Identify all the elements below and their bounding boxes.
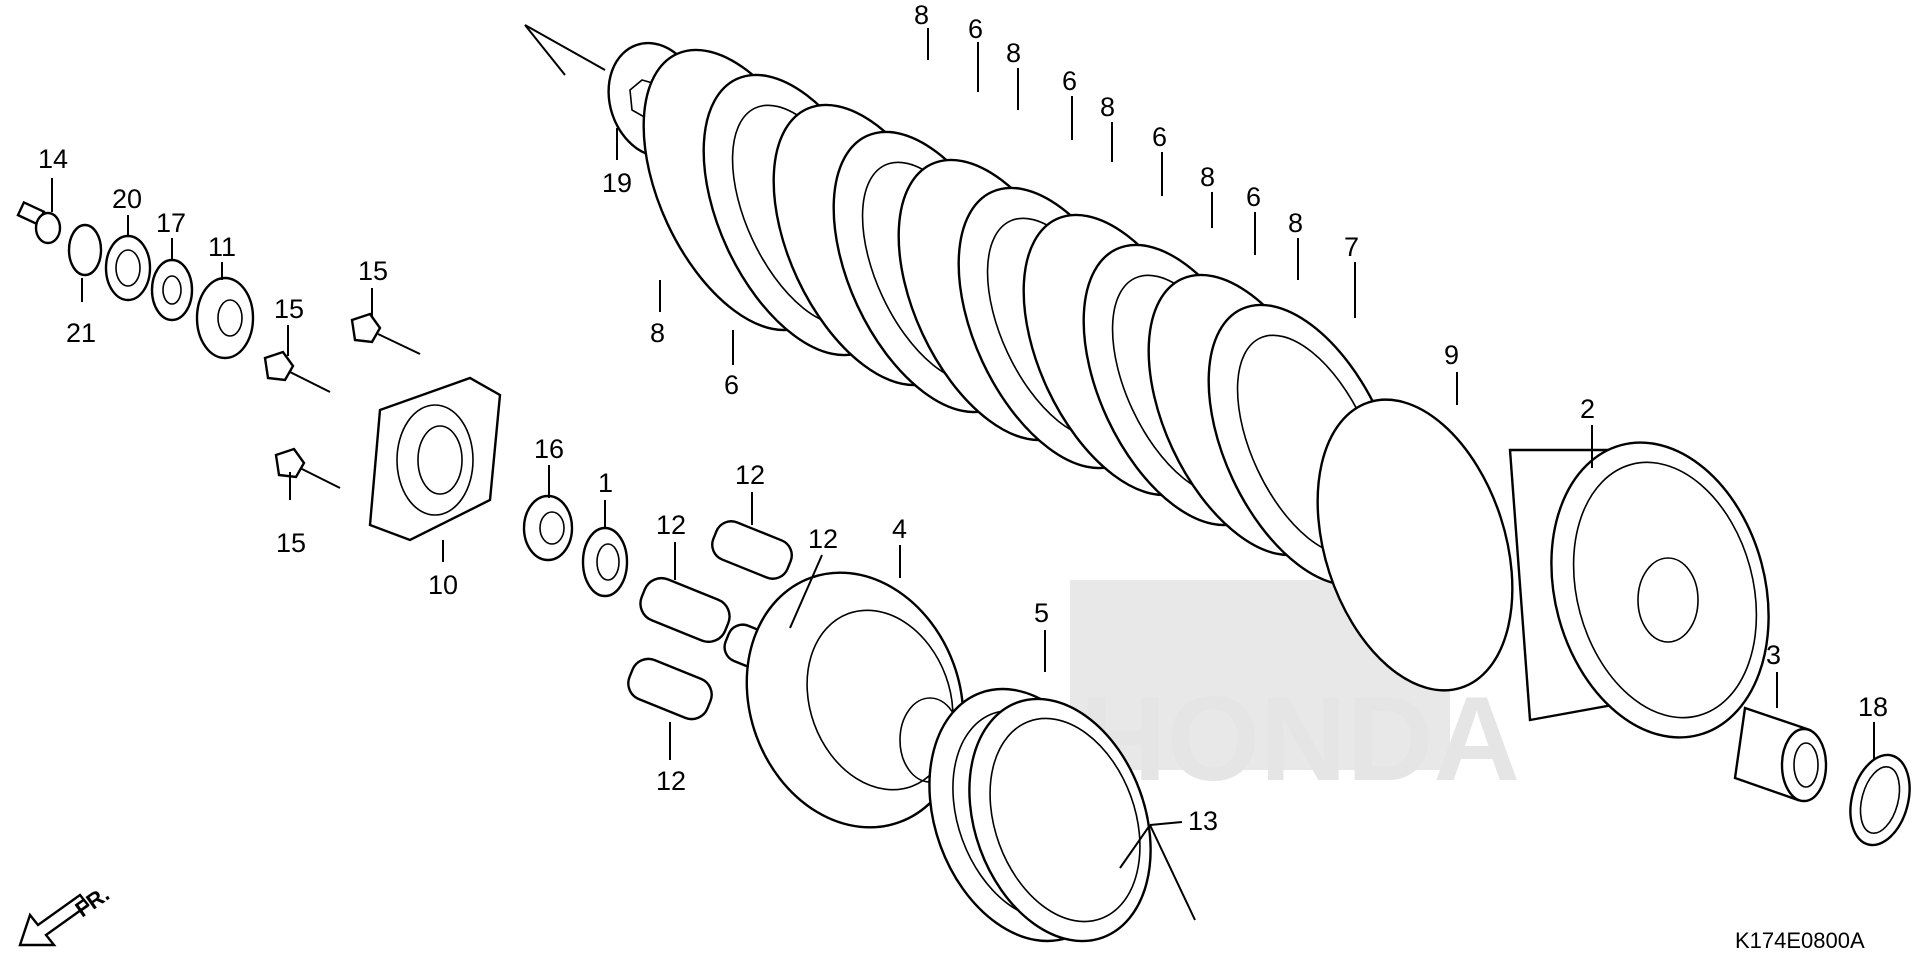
part-9-clutch-plate (1316, 398, 1514, 692)
label-8-4: 8 (1200, 162, 1215, 192)
diagram-code: K174E0800A (1735, 928, 1865, 953)
front-direction-arrow: FR. (18, 881, 114, 947)
label-6-3: 6 (1152, 122, 1167, 152)
label-10: 10 (428, 570, 458, 600)
label-8-1: 8 (914, 0, 929, 30)
label-17: 17 (156, 208, 186, 238)
part-10-lifter-plate (368, 376, 502, 542)
leader-lines (51, 24, 1875, 921)
label-16: 16 (534, 434, 564, 464)
label-4: 4 (892, 514, 907, 544)
label-6-5: 6 (724, 370, 739, 400)
label-11: 11 (208, 232, 236, 262)
label-20: 20 (112, 184, 142, 214)
watermark-text: HONDA (1080, 672, 1520, 806)
label-21: 21 (66, 318, 96, 348)
part-16-lock-nut (522, 494, 574, 562)
label-1: 1 (598, 468, 613, 498)
label-19: 19 (602, 168, 632, 198)
label-6-4: 6 (1246, 182, 1261, 212)
label-6-1: 6 (968, 14, 983, 44)
label-2: 2 (1580, 394, 1595, 424)
label-15-middle: 15 (274, 294, 304, 324)
label-15-top: 15 (358, 256, 388, 286)
part-12-spring-middle (639, 576, 731, 644)
part-13-ring (968, 697, 1152, 943)
label-8-3: 8 (1100, 92, 1115, 122)
label-8-6: 8 (650, 318, 665, 348)
arrow-left-down-icon (18, 893, 90, 947)
label-9: 9 (1444, 340, 1459, 370)
label-12-left: 12 (656, 510, 686, 540)
part-17-washer (150, 258, 194, 322)
part-20-bearing (104, 234, 152, 302)
label-12-top: 12 (735, 460, 765, 490)
part-11-lifter-piece (195, 276, 255, 360)
label-18: 18 (1858, 692, 1888, 722)
part-2-clutch-outer (1508, 441, 1770, 739)
part-15-bolt-upper (350, 312, 421, 355)
label-3: 3 (1766, 640, 1781, 670)
label-13: 13 (1188, 806, 1218, 836)
label-15-bottom: 15 (276, 528, 306, 558)
part-15-bolt-middle (263, 350, 331, 393)
clutch-plate-stack (642, 48, 1403, 587)
part-12-spring-bottom (627, 657, 713, 721)
part-12-spring-top (711, 520, 793, 580)
part-1-washer (581, 526, 629, 598)
part-number-labels: 14 20 17 11 21 15 15 15 10 16 1 12 12 12… (38, 0, 1888, 836)
label-5: 5 (1034, 598, 1049, 628)
part-15-bolt-lower (274, 447, 341, 489)
part-21-circlip (67, 223, 103, 277)
part-14-bolt (16, 200, 62, 245)
part-4-clutch-center (745, 571, 965, 829)
label-8-5: 8 (1288, 208, 1303, 238)
label-12-bottom: 12 (656, 766, 686, 796)
part-18-washer (1849, 753, 1911, 847)
label-12-right: 12 (808, 524, 838, 554)
part-3-collar (1733, 706, 1828, 803)
front-label: FR. (71, 881, 114, 922)
label-14: 14 (38, 144, 68, 174)
label-6-2: 6 (1062, 66, 1077, 96)
label-8-2: 8 (1006, 38, 1021, 68)
label-7: 7 (1344, 232, 1359, 262)
